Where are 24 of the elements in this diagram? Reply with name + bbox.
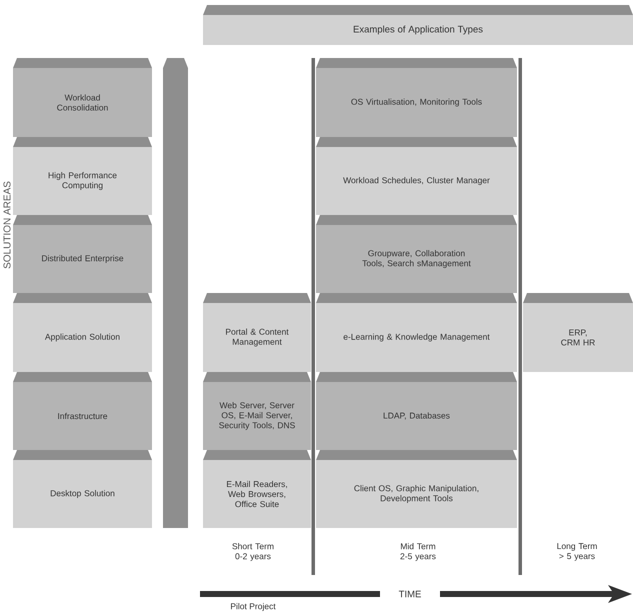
heading-bar: Examples of Application Types	[203, 5, 633, 45]
solution-block: ERP, CRM HR	[523, 293, 633, 372]
time-label: Mid Term 2-5 years	[400, 543, 436, 561]
solution-block: Workload Schedules, Cluster Manager	[316, 137, 517, 215]
footnote-text: Pilot Project	[231, 603, 276, 611]
solution-block: Infrastructure	[13, 372, 152, 450]
solution-block: Desktop Solution	[13, 450, 152, 528]
solution-block: Workload Consolidation	[13, 58, 152, 137]
solution-block: Application Solution	[13, 293, 152, 372]
solution-block: E-Mail Readers, Web Browsers, Office Suite	[203, 450, 311, 528]
solution-block: e-Learning & Knowledge Management	[316, 293, 517, 372]
vertical-bar	[163, 58, 188, 528]
solution-block: LDAP, Databases	[316, 372, 517, 450]
solution-block: Client OS, Graphic Manipulation, Development Tools	[316, 450, 517, 528]
solution-block: High Performance Computing	[13, 137, 152, 215]
axis-label: TIME	[398, 590, 421, 598]
solution-block: Distributed Enterprise	[13, 215, 152, 293]
time-label: Short Term 0-2 years	[232, 543, 274, 561]
solution-block: Web Server, Server OS, E-Mail Server, Security Tools, DNS	[203, 372, 311, 450]
time-label: Long Term > 5 years	[557, 543, 597, 561]
solution-block: Portal & Content Management	[203, 293, 311, 372]
solution-block: OS Virtualisation, Monitoring Tools	[316, 58, 517, 137]
axis-label: SOLUTION AREAS	[3, 182, 11, 268]
solution-block: Groupware, Collaboration Tools, Search sManagement	[316, 215, 517, 293]
